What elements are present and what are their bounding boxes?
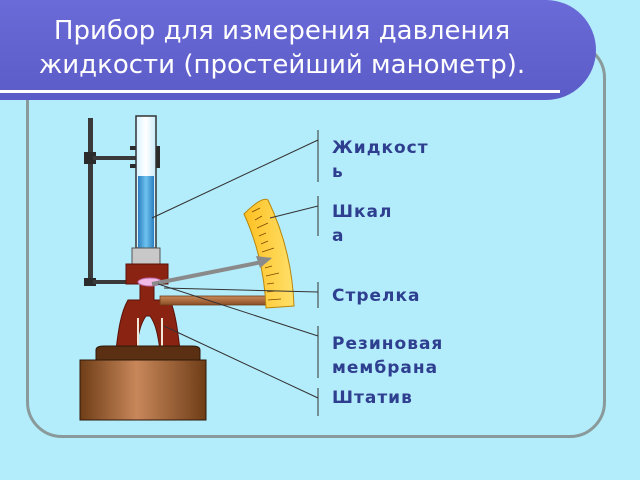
pointer-needle (151, 256, 272, 286)
label-liquid: Жидкост ь (332, 138, 429, 182)
membrane-holder (115, 263, 181, 351)
label-membrane: Резиновая мембрана (332, 334, 444, 378)
glass-tube (135, 115, 157, 249)
liquid-column (138, 176, 154, 248)
label-pointer: Стрелка (332, 286, 421, 306)
stand-base (79, 345, 207, 421)
label-stand: Штатив (332, 388, 413, 408)
title-line-2: жидкости (простейший манометр). (38, 50, 526, 80)
title-line-1: Прибор для измерения давления (53, 16, 511, 46)
leader-lines (151, 130, 319, 416)
title-banner: Прибор для измерения давления жидкости (… (0, 0, 596, 100)
label-scale: Шкал а (332, 202, 393, 246)
page-title: Прибор для измерения давления жидкости (… (0, 14, 564, 82)
title-underline (0, 90, 560, 93)
